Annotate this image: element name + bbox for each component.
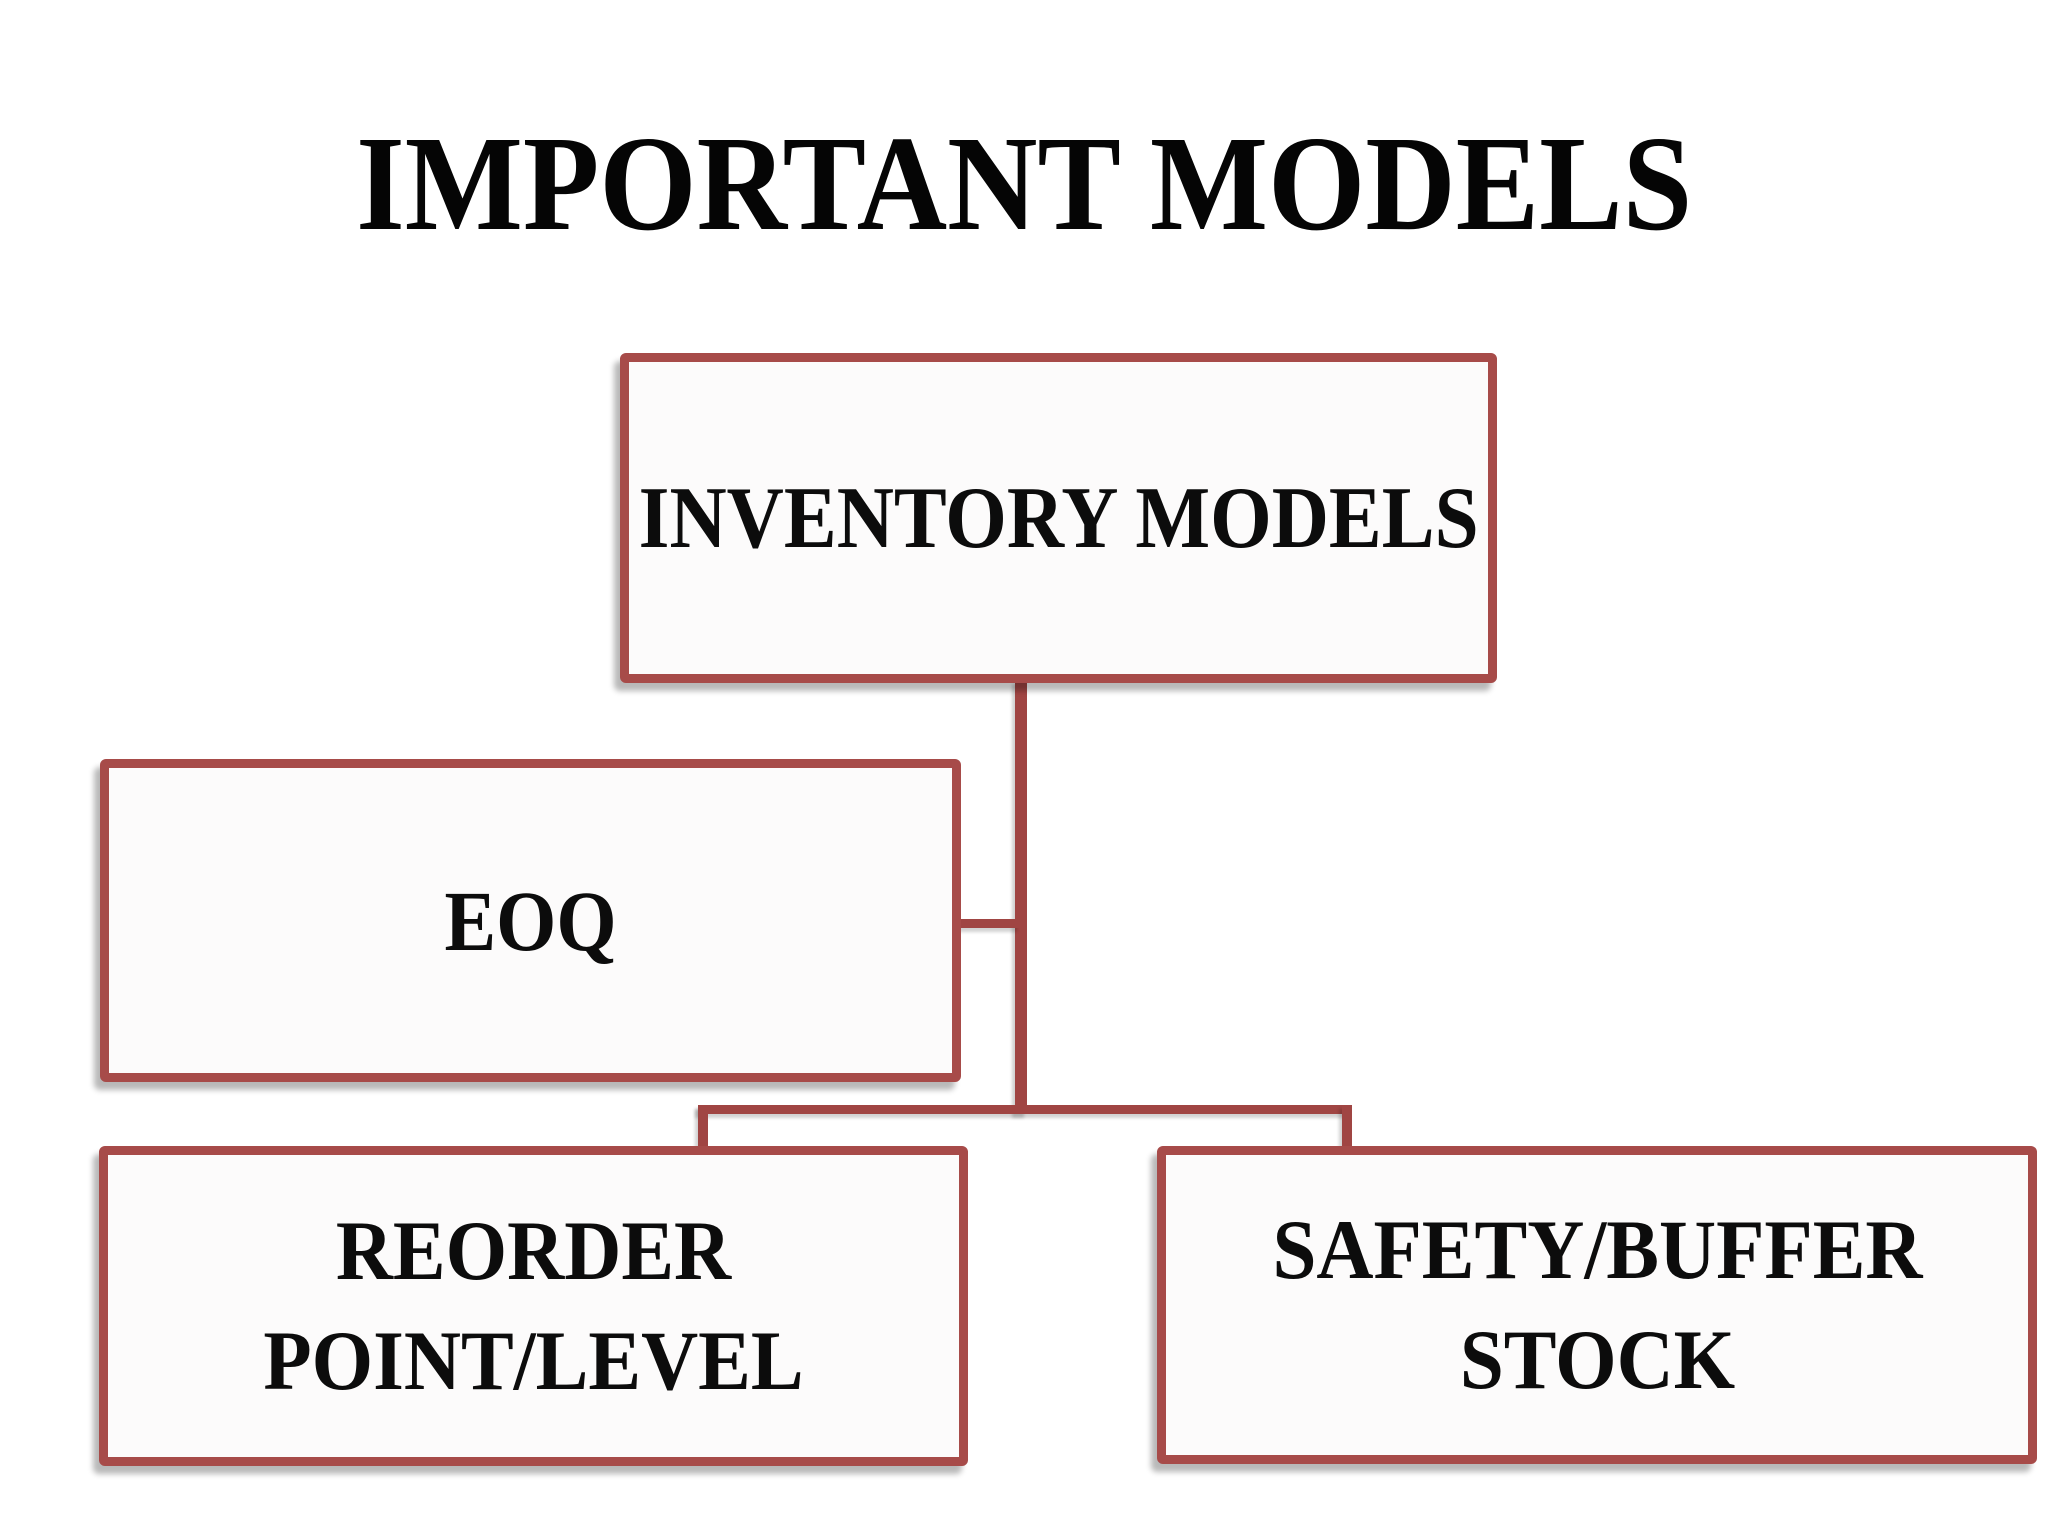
page-title-text: IMPORTANT MODELS — [355, 109, 1693, 259]
reorder-label-line2: POINT/LEVEL — [263, 1314, 804, 1408]
eoq-label: EOQ — [444, 872, 617, 969]
reorder-point-level-label: REORDER POINT/LEVEL — [263, 1196, 803, 1417]
safety-buffer-stock-label: SAFETY/BUFFER STOCK — [1272, 1195, 1922, 1416]
connector-crossbar-horizontal — [698, 1105, 1352, 1114]
inventory-models-label: INVENTORY MODELS — [638, 469, 1479, 567]
inventory-models-box: INVENTORY MODELS — [620, 353, 1497, 683]
safety-label-line2: STOCK — [1459, 1313, 1735, 1407]
page-title: IMPORTANT MODELS — [0, 116, 2048, 252]
reorder-label-line1: REORDER — [335, 1203, 732, 1298]
connector-eoq-stub — [950, 919, 1020, 928]
connector-trunk-vertical — [1015, 680, 1027, 1114]
safety-label-line1: SAFETY/BUFFER — [1271, 1202, 1923, 1297]
reorder-point-level-box: REORDER POINT/LEVEL — [99, 1146, 968, 1466]
connector-safety-stub — [1342, 1105, 1352, 1153]
connector-reorder-stub — [698, 1105, 708, 1153]
eoq-box: EOQ — [100, 759, 961, 1082]
safety-buffer-stock-box: SAFETY/BUFFER STOCK — [1157, 1146, 2037, 1464]
